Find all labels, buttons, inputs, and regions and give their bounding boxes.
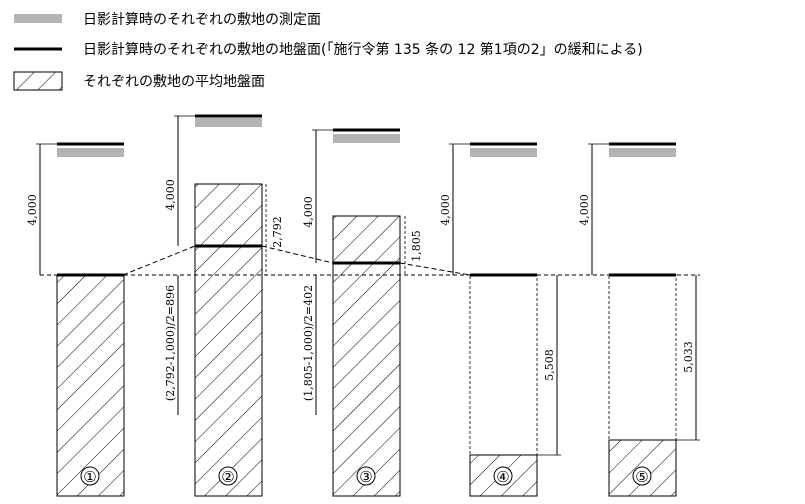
- site-5-excavation-outline: [608, 274, 677, 441]
- site-5-number: ⑤: [635, 468, 648, 486]
- site-5-depth-label: 5,033: [682, 341, 695, 373]
- site-5: 4,000 5,033 ⑤: [578, 142, 700, 497]
- site-3: 4,000 1,805 (1,805-1,000)/2=402 ③: [302, 128, 423, 497]
- site-1-number: ①: [83, 468, 96, 486]
- site-4-height-label: 4,000: [439, 194, 452, 226]
- legend: 日影計算時のそれぞれの敷地の測定面 日影計算時のそれぞれの敷地の地盤面(「施行令…: [13, 12, 643, 91]
- site-4-number-circle: [493, 466, 513, 486]
- site-2-average-ground: [194, 183, 263, 497]
- site-2-height-label: 4,000: [164, 179, 177, 211]
- site-1: 4,000 ①: [26, 142, 125, 497]
- site-2: 4,000 2,792 (2,792-1,000)/2=896 ②: [164, 114, 284, 497]
- site-5-height-label: 4,000: [578, 194, 591, 226]
- site-3-number-circle: [356, 466, 376, 486]
- legend-swatch-average-ground-plane: [13, 71, 63, 91]
- site-3-number: ③: [359, 468, 372, 486]
- site-1-number-circle: [80, 466, 100, 486]
- site-3-measurement-plane: [333, 134, 400, 143]
- site-2-measurement-plane: [195, 118, 262, 127]
- slope-line-2-3: [261, 245, 334, 264]
- legend-label-ground-plane: 日影計算時のそれぞれの敷地の地盤面(「施行令第 135 条の 12 第1項の2」…: [83, 41, 643, 58]
- site-3-rise-label: 1,805: [410, 230, 423, 262]
- site-1-average-ground: [56, 274, 125, 497]
- site-2-rise-label: 2,792: [271, 216, 284, 248]
- site-4: 4,000 5,508 ④: [439, 142, 561, 497]
- site-4-depth-label: 5,508: [543, 349, 556, 381]
- site-2-formula-label: (2,792-1,000)/2=896: [164, 285, 177, 401]
- site-3-average-ground: [332, 215, 401, 497]
- legend-swatch-measurement-plane: [14, 14, 62, 23]
- legend-label-average-ground-plane: それぞれの敷地の平均地盤面: [83, 74, 265, 90]
- site-3-height-label: 4,000: [302, 196, 315, 228]
- site-5-number-circle: [632, 466, 652, 486]
- slope-line-1-2: [122, 245, 196, 276]
- site-2-number-circle: [218, 466, 238, 486]
- site-1-measurement-plane: [57, 148, 124, 157]
- site-5-measurement-plane: [609, 148, 676, 157]
- site-4-number: ④: [496, 468, 509, 486]
- site-3-formula-label: (1,805-1,000)/2=402: [302, 285, 315, 401]
- slope-line-3-4: [399, 262, 471, 276]
- site-2-number: ②: [221, 468, 234, 486]
- site-4-measurement-plane: [470, 148, 537, 157]
- legend-label-measurement-plane: 日影計算時のそれぞれの敷地の測定面: [83, 12, 321, 28]
- site-1-height-label: 4,000: [26, 194, 39, 226]
- site-4-excavation-outline: [469, 274, 538, 456]
